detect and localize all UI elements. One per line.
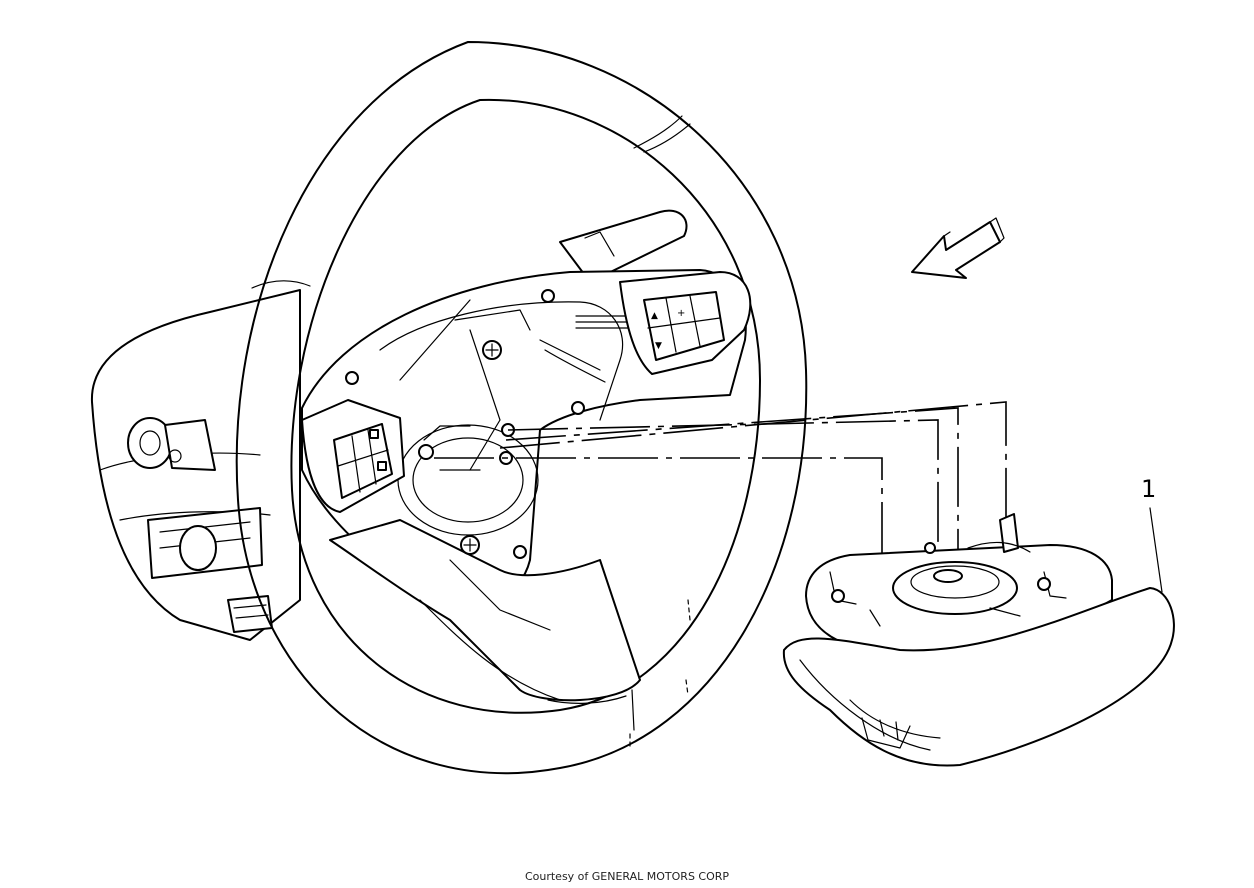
column-stalk <box>559 209 688 283</box>
callout-label-1: 1 <box>1141 475 1157 503</box>
switch-bank-icon <box>147 507 263 579</box>
svg-text:▲: ▲ <box>651 311 658 321</box>
left-control-switch <box>301 399 405 513</box>
bolt-icon <box>460 535 480 555</box>
ignition-cylinder-icon <box>127 417 216 471</box>
callout-leader <box>1149 507 1163 593</box>
svg-text:+: + <box>677 308 685 319</box>
bolt-icon <box>482 340 502 360</box>
steering-wheel-hub <box>301 269 747 702</box>
right-control-switch: ▲ + ▼ <box>619 271 752 375</box>
direction-arrow-icon <box>911 217 1005 279</box>
steering-column-housing <box>90 289 301 641</box>
steering-wheel-rim <box>235 41 808 775</box>
svg-text:▼: ▼ <box>655 341 662 351</box>
airbag-module <box>782 513 1175 767</box>
image-credit: Courtesy of GENERAL MOTORS CORP <box>524 870 730 883</box>
